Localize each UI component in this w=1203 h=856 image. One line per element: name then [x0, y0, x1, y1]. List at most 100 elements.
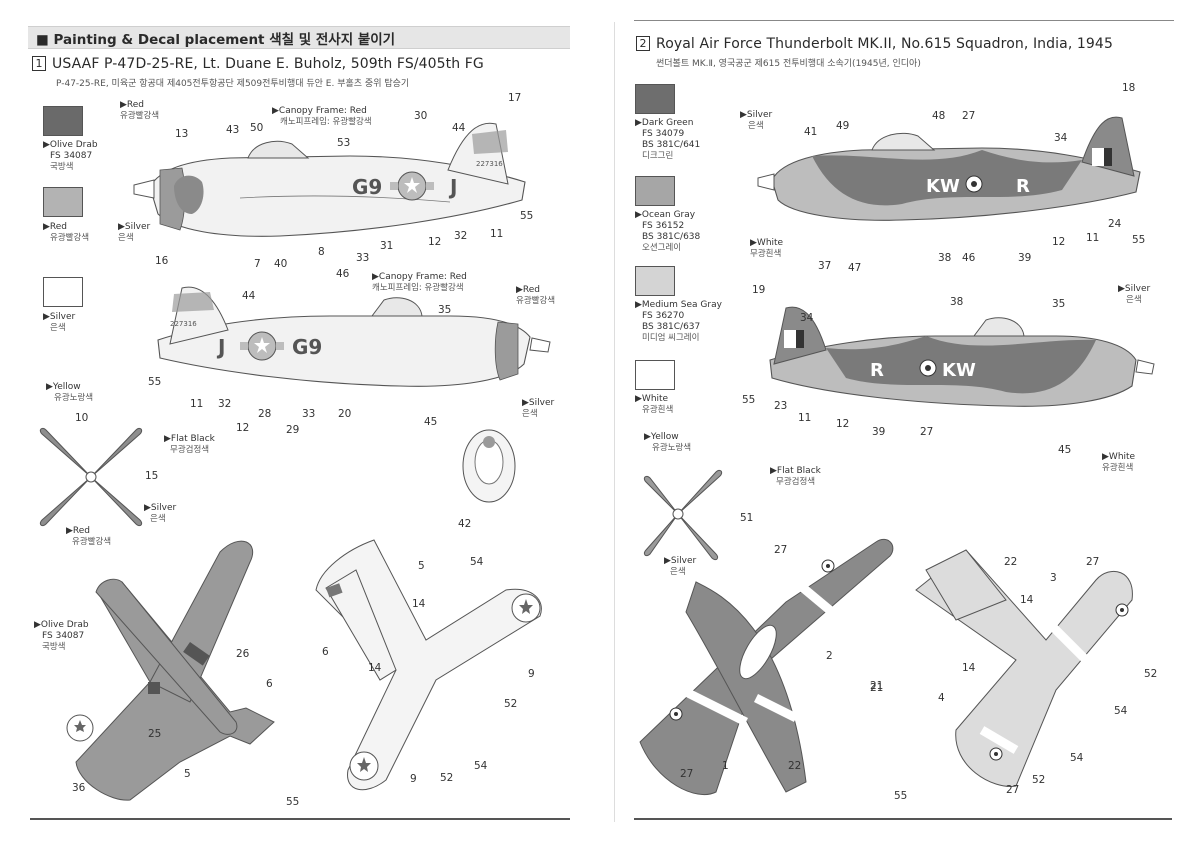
left-part-number: 33 — [356, 252, 370, 264]
left-part-number: 53 — [337, 137, 351, 149]
side-code: KW — [926, 176, 960, 197]
right-part-number: 54 — [1070, 752, 1084, 764]
left-part-number: 42 — [458, 518, 472, 530]
right-part-number: 48 — [932, 110, 946, 122]
left-part-number: 55 — [148, 376, 162, 388]
right-part-number: 34 — [800, 312, 814, 324]
page-divider — [614, 22, 615, 822]
left-part-number: 44 — [452, 122, 466, 134]
scheme-2-subtitle: 썬더볼트 MK.Ⅱ, 영국공군 제615 전투비행대 소속기(1945년, 인디… — [656, 59, 921, 69]
swatch-silver-label: ▶Silver 은색 — [43, 312, 75, 334]
right-part-number: 27 — [774, 544, 788, 556]
left-bottom-rule — [30, 818, 570, 820]
left-part-number: 5 — [418, 560, 425, 572]
left-part-number: 8 — [318, 246, 325, 258]
side-code: G9 — [292, 335, 322, 359]
swatch-korean: 유광빨강색 — [50, 233, 90, 243]
right-part-number: 35 — [1052, 298, 1066, 310]
right-part-number: 21 — [870, 682, 884, 694]
left-part-number: 52 — [440, 772, 454, 784]
side-letter: J — [216, 335, 225, 359]
right-part-number: 24 — [1108, 218, 1122, 230]
left-part-number: 26 — [236, 648, 250, 660]
left-part-number: 35 — [438, 304, 452, 316]
left-part-number: 55 — [286, 796, 300, 808]
scheme-2-bottom-view — [915, 549, 1133, 787]
left-part-number: 12 — [428, 236, 442, 248]
right-part-number: 19 — [752, 284, 766, 296]
left-part-number: 52 — [504, 698, 518, 710]
right-part-number: 11 — [798, 412, 812, 424]
right-part-number: 2 — [826, 650, 833, 662]
left-part-number: 13 — [175, 128, 189, 140]
left-part-number: 14 — [368, 662, 382, 674]
scheme-1-title: 1 USAAF P-47D-25-RE, Lt. Duane E. Buholz,… — [32, 56, 484, 72]
left-part-number: 43 — [226, 124, 240, 136]
right-part-number: 51 — [740, 512, 754, 524]
right-part-number: 54 — [1114, 705, 1128, 717]
right-part-number: 12 — [1052, 236, 1066, 248]
right-part-number: 46 — [962, 252, 976, 264]
right-part-number: 55 — [742, 394, 756, 406]
scheme-2-top-view — [639, 538, 894, 796]
left-part-number: 54 — [470, 556, 484, 568]
right-part-number: 38 — [938, 252, 952, 264]
side-letter: R — [1016, 176, 1030, 197]
left-part-number: 6 — [266, 678, 273, 690]
swatch-white — [635, 360, 675, 390]
left-part-number: 32 — [218, 398, 232, 410]
left-part-number: 29 — [286, 424, 300, 436]
right-part-number: 34 — [1054, 132, 1068, 144]
scheme-1-propeller — [39, 427, 143, 527]
swatch-codes: FS 34087 — [50, 151, 93, 161]
right-part-number: 27 — [920, 426, 934, 438]
right-part-number: 27 — [1086, 556, 1100, 568]
right-part-number: 23 — [774, 400, 788, 412]
right-part-number: 22 — [1004, 556, 1018, 568]
swatch-red — [43, 187, 83, 217]
side-serial: 227316 — [170, 320, 197, 328]
left-part-number: 55 — [520, 210, 534, 222]
side-code: KW — [942, 360, 976, 381]
right-top-rule — [634, 20, 1174, 21]
scheme-2-side-view-right: KW R — [769, 306, 1155, 407]
left-part-number: 14 — [412, 598, 426, 610]
left-part-number: 9 — [528, 668, 535, 680]
left-part-number: 28 — [258, 408, 272, 420]
swatch-korean: 국방색 — [50, 162, 74, 172]
right-part-number: 37 — [818, 260, 832, 272]
right-part-number: 39 — [872, 426, 886, 438]
right-part-number: 11 — [1086, 232, 1100, 244]
left-part-number: 20 — [338, 408, 352, 420]
swatch-korean: 은색 — [50, 323, 66, 333]
right-part-number: 27 — [1006, 784, 1020, 796]
right-part-number: 47 — [848, 262, 862, 274]
left-part-number: 36 — [72, 782, 86, 794]
scheme-1-bottom-view — [315, 539, 542, 791]
right-part-number: 1 — [722, 760, 729, 772]
scheme-2-propeller — [643, 469, 723, 561]
right-part-number: 49 — [836, 120, 850, 132]
right-part-number: 27 — [962, 110, 976, 122]
scheme-number-1: 1 — [32, 56, 46, 71]
right-part-number: 27 — [680, 768, 694, 780]
left-part-number: 5 — [184, 768, 191, 780]
left-part-number: 11 — [490, 228, 504, 240]
left-part-number: 6 — [322, 646, 329, 658]
scheme-1-title-text: USAAF P-47D-25-RE, Lt. Duane E. Buholz, … — [52, 56, 484, 72]
scheme-number-2: 2 — [636, 36, 650, 51]
cowling-detail — [462, 429, 516, 503]
swatch-name: ▶Red — [43, 222, 68, 232]
